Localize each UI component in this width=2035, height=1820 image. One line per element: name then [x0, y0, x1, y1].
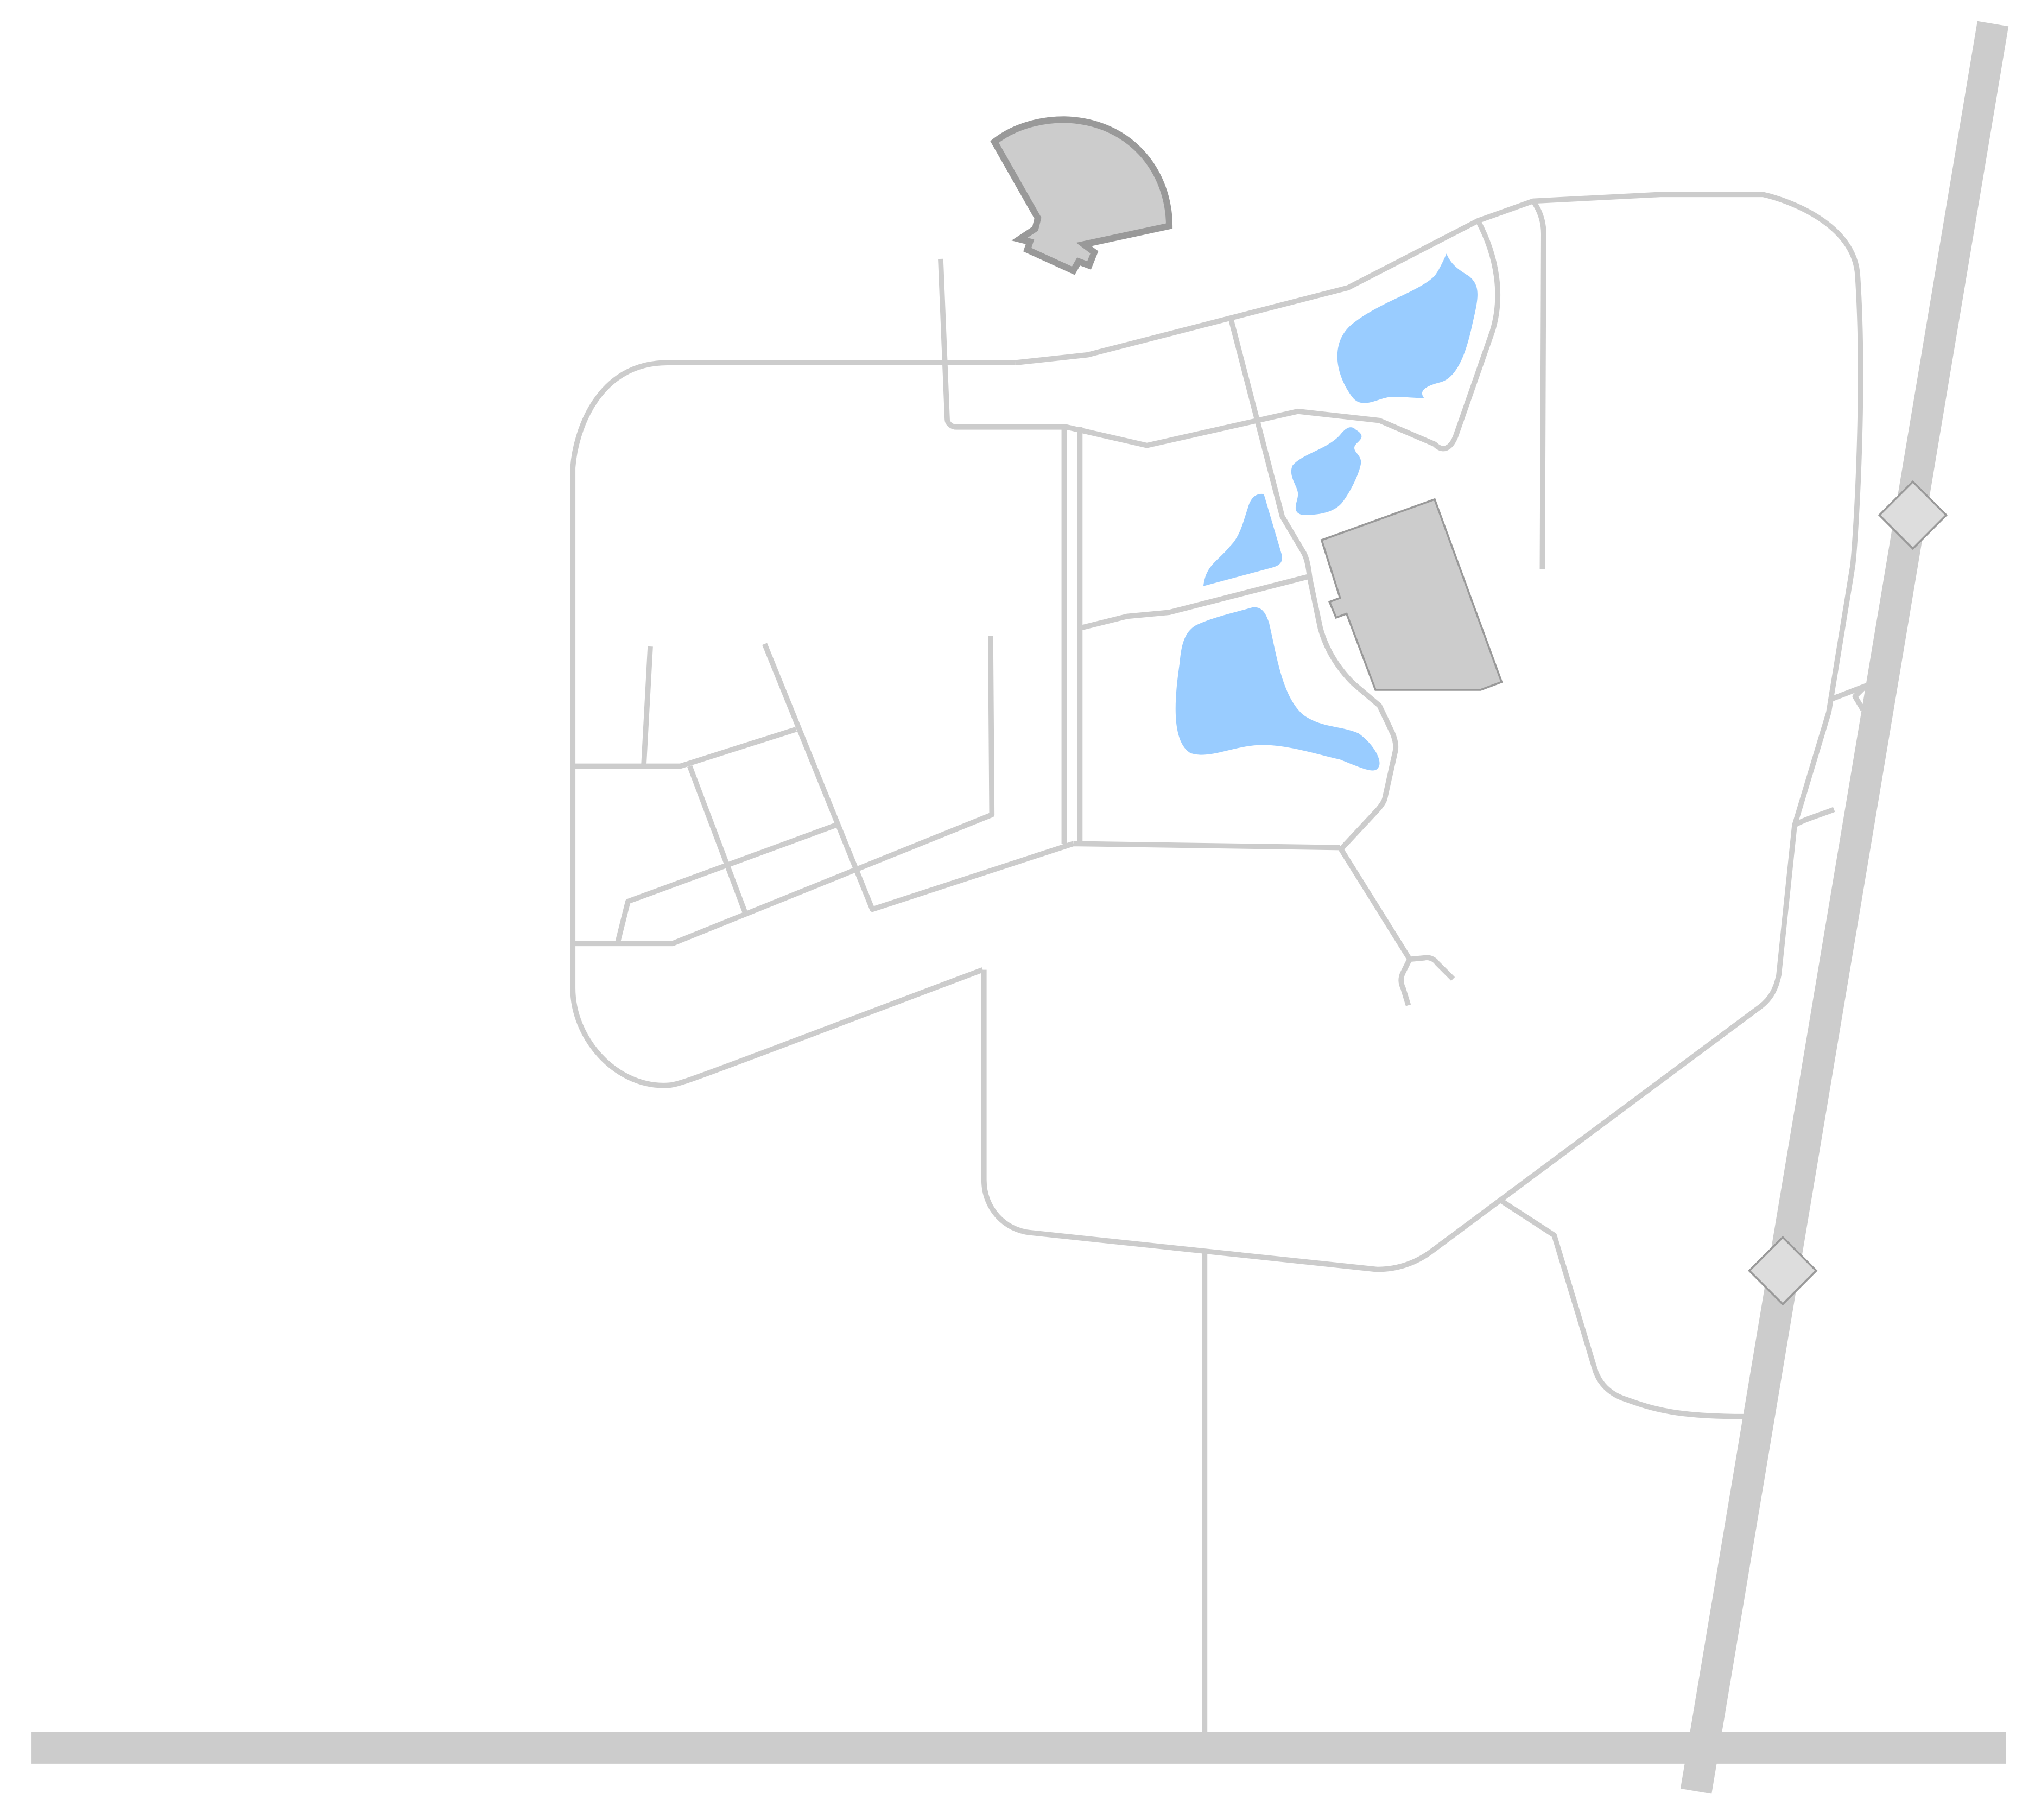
road-southwest-main — [614, 643, 1340, 944]
road-southeast-cul — [1337, 846, 1455, 1006]
road-network — [570, 192, 1868, 1735]
road-north-main — [981, 192, 1863, 1272]
pond-west — [1203, 493, 1282, 586]
interchange-north — [1878, 480, 1948, 550]
diagonal-highway — [1680, 21, 2009, 1794]
buildings — [990, 116, 1503, 691]
pond-north — [1337, 253, 1478, 403]
pond-south — [1175, 607, 1380, 771]
road-double-north-south — [1061, 427, 1083, 844]
road-west-grid — [573, 636, 995, 947]
road-ring-pond — [938, 219, 1501, 452]
interchanges — [1748, 480, 1948, 1306]
road-loop-west — [570, 360, 1016, 1088]
road-spur-east — [1531, 199, 1546, 569]
road-central-east-west — [1079, 574, 1308, 631]
road-ramp-north — [1830, 683, 1868, 711]
road-ramp-south — [1793, 807, 1835, 828]
pond-mid — [1291, 427, 1362, 516]
water-bodies — [1175, 253, 1478, 771]
road-central-diagonal — [1228, 319, 1399, 852]
large-building — [1320, 498, 1503, 691]
highways — [31, 21, 2009, 1794]
road-southeast-branch — [1500, 1198, 1747, 1419]
stadium-building — [990, 116, 1173, 275]
interchange-south — [1748, 1235, 1818, 1306]
